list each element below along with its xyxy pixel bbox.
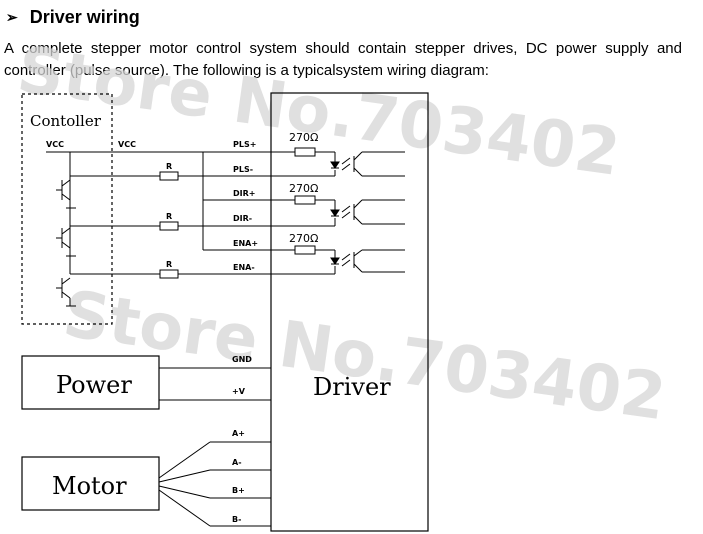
section-title: Driver wiring [29, 6, 140, 27]
power-box [21, 355, 160, 410]
pin-pls-minus: PLS- [233, 165, 253, 174]
motor-wiring [158, 441, 271, 527]
pin-a-minus: A- [232, 458, 242, 467]
pin-ena-minus: ENA- [233, 263, 255, 272]
pin-b-plus: B+ [232, 486, 245, 495]
resistor-3 [159, 269, 179, 279]
section-heading: ➢ Driver wiring [6, 4, 140, 30]
arrow-bullet-icon: ➢ [6, 8, 18, 25]
driver-label: Driver [313, 373, 391, 401]
pin-gnd: GND [232, 355, 252, 364]
controller-label: Contoller [30, 112, 102, 130]
resistor-2 [159, 221, 179, 231]
driver-resistor-value-1: 270Ω [289, 131, 318, 144]
pin-dir-plus: DIR+ [233, 189, 255, 198]
driver-box [270, 92, 429, 532]
driver-resistor-value-3: 270Ω [289, 232, 318, 245]
motor-label: Motor [52, 472, 127, 500]
vcc-label-right: VCC [118, 140, 136, 149]
driver-resistor-value-2: 270Ω [289, 182, 318, 195]
resistor-label-1: R [166, 162, 172, 171]
driver-optocouplers [271, 147, 405, 275]
resistor-label-2: R [166, 212, 172, 221]
vcc-label-left: VCC [46, 140, 64, 149]
motor-box [21, 456, 160, 511]
resistor-1 [159, 171, 179, 181]
resistor-label-3: R [166, 260, 172, 269]
pin-pls-plus: PLS+ [233, 140, 256, 149]
power-wiring [159, 367, 271, 401]
watermark-text-top: Store No.703402 [13, 33, 624, 191]
controller-channels [56, 152, 271, 307]
pin-b-minus: B- [232, 515, 241, 524]
controller-box [21, 93, 113, 325]
controller-resistors [159, 171, 179, 279]
pin-ena-plus: ENA+ [233, 239, 258, 248]
pin-a-plus: A+ [232, 429, 245, 438]
pin-plus-v: +V [232, 387, 246, 396]
power-label: Power [56, 371, 132, 399]
pin-dir-minus: DIR- [233, 214, 252, 223]
intro-paragraph: A complete stepper motor control system … [4, 40, 682, 79]
